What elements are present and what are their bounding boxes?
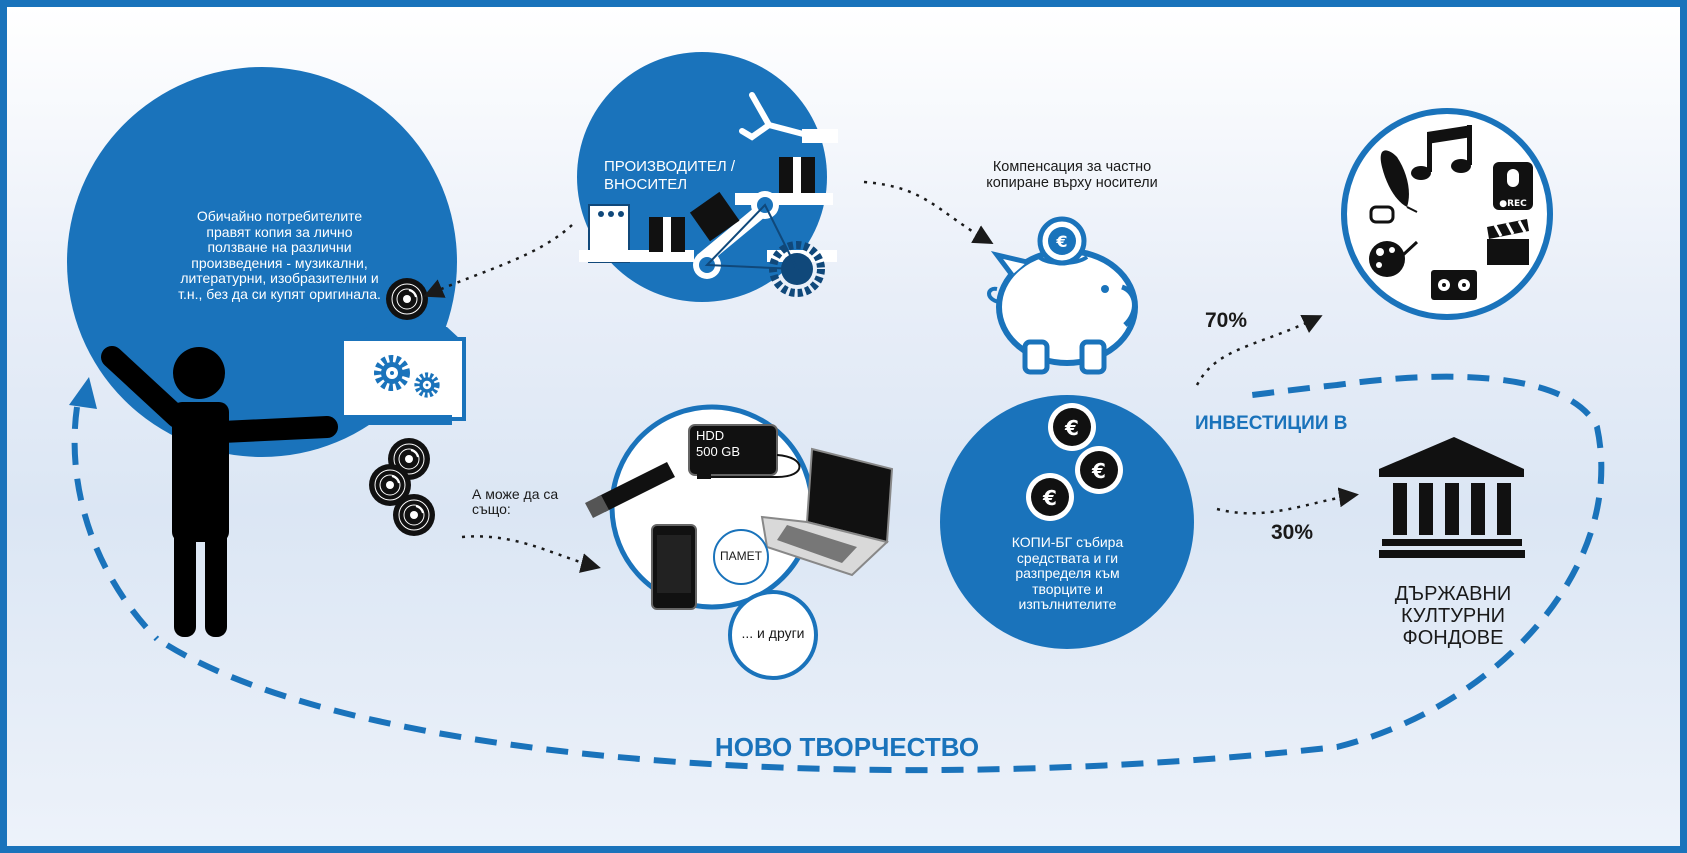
clapperboard-icon [1487, 219, 1529, 265]
percent-30-label: 30% [1271, 521, 1314, 544]
percent-70-label: 70% [1205, 309, 1248, 332]
coin-icon: € [1048, 403, 1096, 451]
music-note-icon [1411, 125, 1472, 180]
cycle-dashed-left [71, 406, 160, 642]
factory-conveyor-icon [579, 92, 838, 297]
coin-icon: € [1026, 473, 1074, 521]
hdd-icon [688, 424, 801, 479]
memory-bubble [713, 529, 769, 585]
museum-building-icon [1379, 437, 1525, 558]
palette-icon [1369, 240, 1419, 277]
compensation-label: Компенсация за частно копиране върху нос… [986, 159, 1158, 191]
others-label: ... и други [741, 625, 805, 641]
disc-icon [385, 277, 429, 321]
euro-symbol: € [1091, 459, 1106, 483]
euro-symbol: € [1064, 416, 1079, 440]
quill-ink-icon [1369, 150, 1418, 224]
arrow-also-to-devices [461, 535, 601, 573]
coin-icon: € [1075, 446, 1123, 494]
cassette-icon [1431, 270, 1477, 300]
arrow-producer-to-piggybank [863, 180, 994, 244]
kopi-bg-bubble [940, 395, 1194, 649]
memory-label: ПАМЕТ [720, 549, 762, 563]
piggy-bank-icon: € [987, 216, 1138, 375]
laptop-icon [760, 447, 894, 577]
kopi-bg-description: КОПИ-БГ събира средствата и ги разпредел… [1011, 534, 1124, 612]
person-icon [101, 346, 338, 637]
investments-label: ИНВЕСТИЦИИ В [1195, 413, 1348, 434]
copy-machine-icon [340, 327, 466, 425]
others-bubble [728, 590, 818, 680]
usb-flash-icon [585, 462, 675, 518]
rec-label: ●REC [1499, 199, 1527, 209]
euro-symbol: € [1042, 486, 1057, 510]
microphone-rec-icon: ●REC [1493, 162, 1533, 210]
disc-icon [392, 493, 436, 537]
arrow-producer-to-consumer [423, 224, 573, 298]
cycle-dashed-loop [165, 373, 1605, 774]
illustration-canvas: € ●REC [67, 52, 1605, 774]
hdd-label: HDD 500 GB [696, 428, 741, 459]
smartphone-icon [651, 524, 697, 610]
also-label: А може да са също: [472, 486, 559, 517]
consumer-note: Обичайно потребителите правят копия за л… [178, 208, 381, 302]
producer-label: ПРОИЗВОДИТЕЛ / ВНОСИТЕЛ [604, 158, 736, 193]
arrow-30-to-funds [1216, 487, 1359, 515]
state-funds-label: ДЪРЖАВНИ КУЛТУРНИ ФОНДОВЕ [1394, 583, 1512, 649]
cycle-arrow-head [69, 377, 97, 409]
euro-symbol: € [1055, 232, 1067, 251]
new-creativity-title: НОВО ТВОРЧЕСТВО [714, 732, 980, 762]
